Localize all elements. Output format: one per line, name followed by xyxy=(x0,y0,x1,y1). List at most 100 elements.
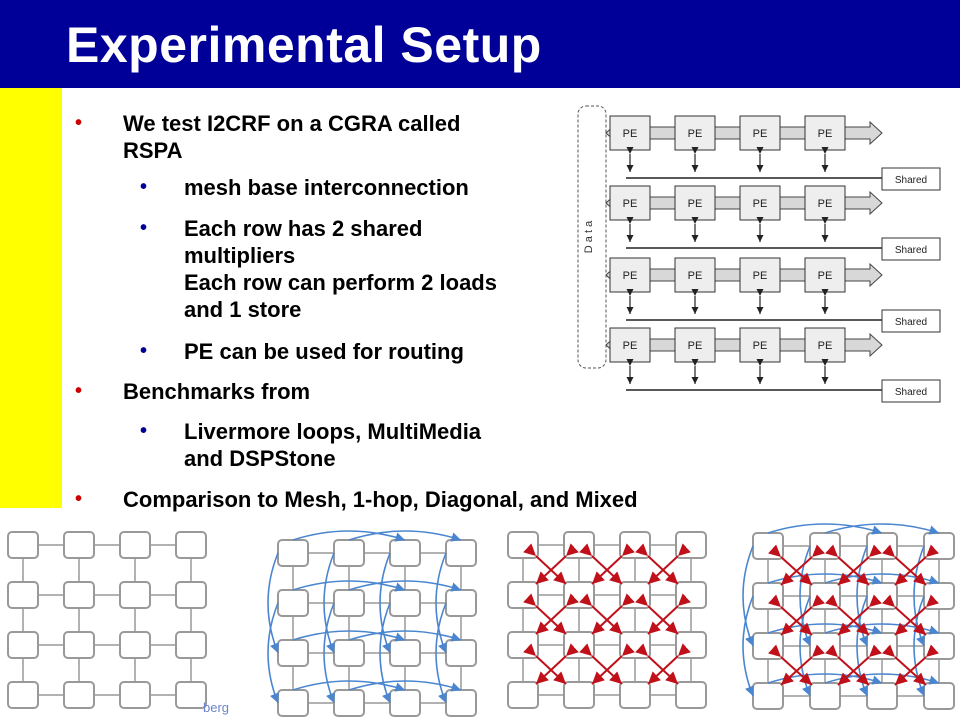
shared-label: Shared xyxy=(895,175,927,186)
pe-node xyxy=(445,539,477,567)
pe-node xyxy=(175,531,207,559)
data-column xyxy=(577,105,607,369)
pe-box xyxy=(609,185,651,221)
bullet-dot: • xyxy=(140,176,148,198)
onehop-link xyxy=(435,552,447,654)
diagonal-link xyxy=(894,594,939,636)
onehop-link xyxy=(292,680,406,692)
bullet-dot: • xyxy=(140,420,148,442)
pe-node xyxy=(809,582,841,610)
pe-node xyxy=(507,681,539,709)
pe-node xyxy=(445,689,477,717)
bullet-text: Livermore loops, MultiMedia and DSPStone xyxy=(184,419,482,471)
bullet-text: We test I2CRF on a CGRA called RSPA xyxy=(123,111,461,163)
pe-label: PE xyxy=(623,340,638,352)
pe-label: PE xyxy=(688,270,703,282)
bullet-dot: • xyxy=(140,340,148,362)
pe-node xyxy=(277,589,309,617)
onehop-link xyxy=(379,602,391,704)
pe-node xyxy=(333,689,365,717)
pe-node xyxy=(809,632,841,660)
onehop-link xyxy=(348,580,462,592)
diagonal-link xyxy=(535,543,579,585)
mixed-interconnect-diagram xyxy=(742,523,955,710)
onehop-interconnect-diagram xyxy=(267,530,477,717)
pe-node xyxy=(175,631,207,659)
pe-box xyxy=(674,257,716,293)
pe-box xyxy=(609,115,651,151)
pe-box xyxy=(609,327,651,363)
onehop-link xyxy=(348,630,462,642)
pe-node xyxy=(7,681,39,709)
pe-node xyxy=(277,689,309,717)
pe-node xyxy=(277,639,309,667)
diagonal-link xyxy=(780,594,825,636)
pe-node xyxy=(507,631,539,659)
bullet-dot: • xyxy=(75,488,83,510)
diagonal-interconnect-diagram xyxy=(507,531,707,709)
diagonal-link xyxy=(647,593,691,635)
pe-node xyxy=(175,681,207,709)
pe-node xyxy=(809,682,841,710)
diagonal-link xyxy=(647,643,691,685)
pe-node xyxy=(445,639,477,667)
pe-box xyxy=(674,185,716,221)
diagonal-link xyxy=(837,644,882,686)
pe-node xyxy=(389,589,421,617)
pe-node xyxy=(923,632,955,660)
onehop-link xyxy=(742,595,754,697)
pe-box xyxy=(804,115,846,151)
pe-label: PE xyxy=(818,128,833,140)
onehop-link xyxy=(348,680,462,692)
onehop-link xyxy=(292,630,406,642)
pe-box xyxy=(609,257,651,293)
pe-node xyxy=(389,539,421,567)
slide-title: Experimental Setup xyxy=(66,17,542,73)
diagonal-link xyxy=(591,593,635,635)
bullet-text: mesh base interconnection xyxy=(184,175,469,200)
pe-node xyxy=(507,531,539,559)
pe-node xyxy=(866,632,898,660)
pe-node xyxy=(63,581,95,609)
pe-node xyxy=(277,539,309,567)
pe-label: PE xyxy=(688,340,703,352)
bullet-text: PE can be used for routing xyxy=(184,339,464,364)
pe-label: PE xyxy=(688,128,703,140)
pe-node xyxy=(563,531,595,559)
pe-node xyxy=(7,581,39,609)
pe-label: PE xyxy=(623,270,638,282)
pe-node xyxy=(675,581,707,609)
onehop-link xyxy=(267,602,279,704)
pe-node xyxy=(809,532,841,560)
pe-node xyxy=(119,681,151,709)
pe-label: PE xyxy=(753,198,768,210)
onehop-link xyxy=(292,580,406,592)
data-column-label: D a t a xyxy=(583,220,595,253)
pe-box xyxy=(804,257,846,293)
pe-node xyxy=(563,631,595,659)
pe-box xyxy=(739,327,781,363)
onehop-link xyxy=(824,523,940,535)
pe-node xyxy=(333,639,365,667)
pe-node xyxy=(175,581,207,609)
diagonal-link xyxy=(535,593,579,635)
onehop-link xyxy=(292,530,406,542)
diagonal-link xyxy=(591,643,635,685)
shared-box xyxy=(881,379,941,403)
diagonal-link xyxy=(780,544,825,586)
diagonal-link xyxy=(837,594,882,636)
shared-label: Shared xyxy=(895,317,927,328)
shared-box xyxy=(881,237,941,261)
onehop-link xyxy=(767,523,883,535)
diagonal-link xyxy=(837,544,882,586)
bullet-dot: • xyxy=(140,217,148,239)
diagonal-link xyxy=(780,644,825,686)
footer-text-fragment: berg xyxy=(203,700,230,715)
pe-label: PE xyxy=(818,198,833,210)
pe-label: PE xyxy=(753,340,768,352)
pe-node xyxy=(752,632,784,660)
pe-node xyxy=(333,539,365,567)
bullet-text: Each row has 2 shared multipliers Each r… xyxy=(184,216,497,322)
onehop-link xyxy=(742,545,754,647)
pe-box xyxy=(804,327,846,363)
